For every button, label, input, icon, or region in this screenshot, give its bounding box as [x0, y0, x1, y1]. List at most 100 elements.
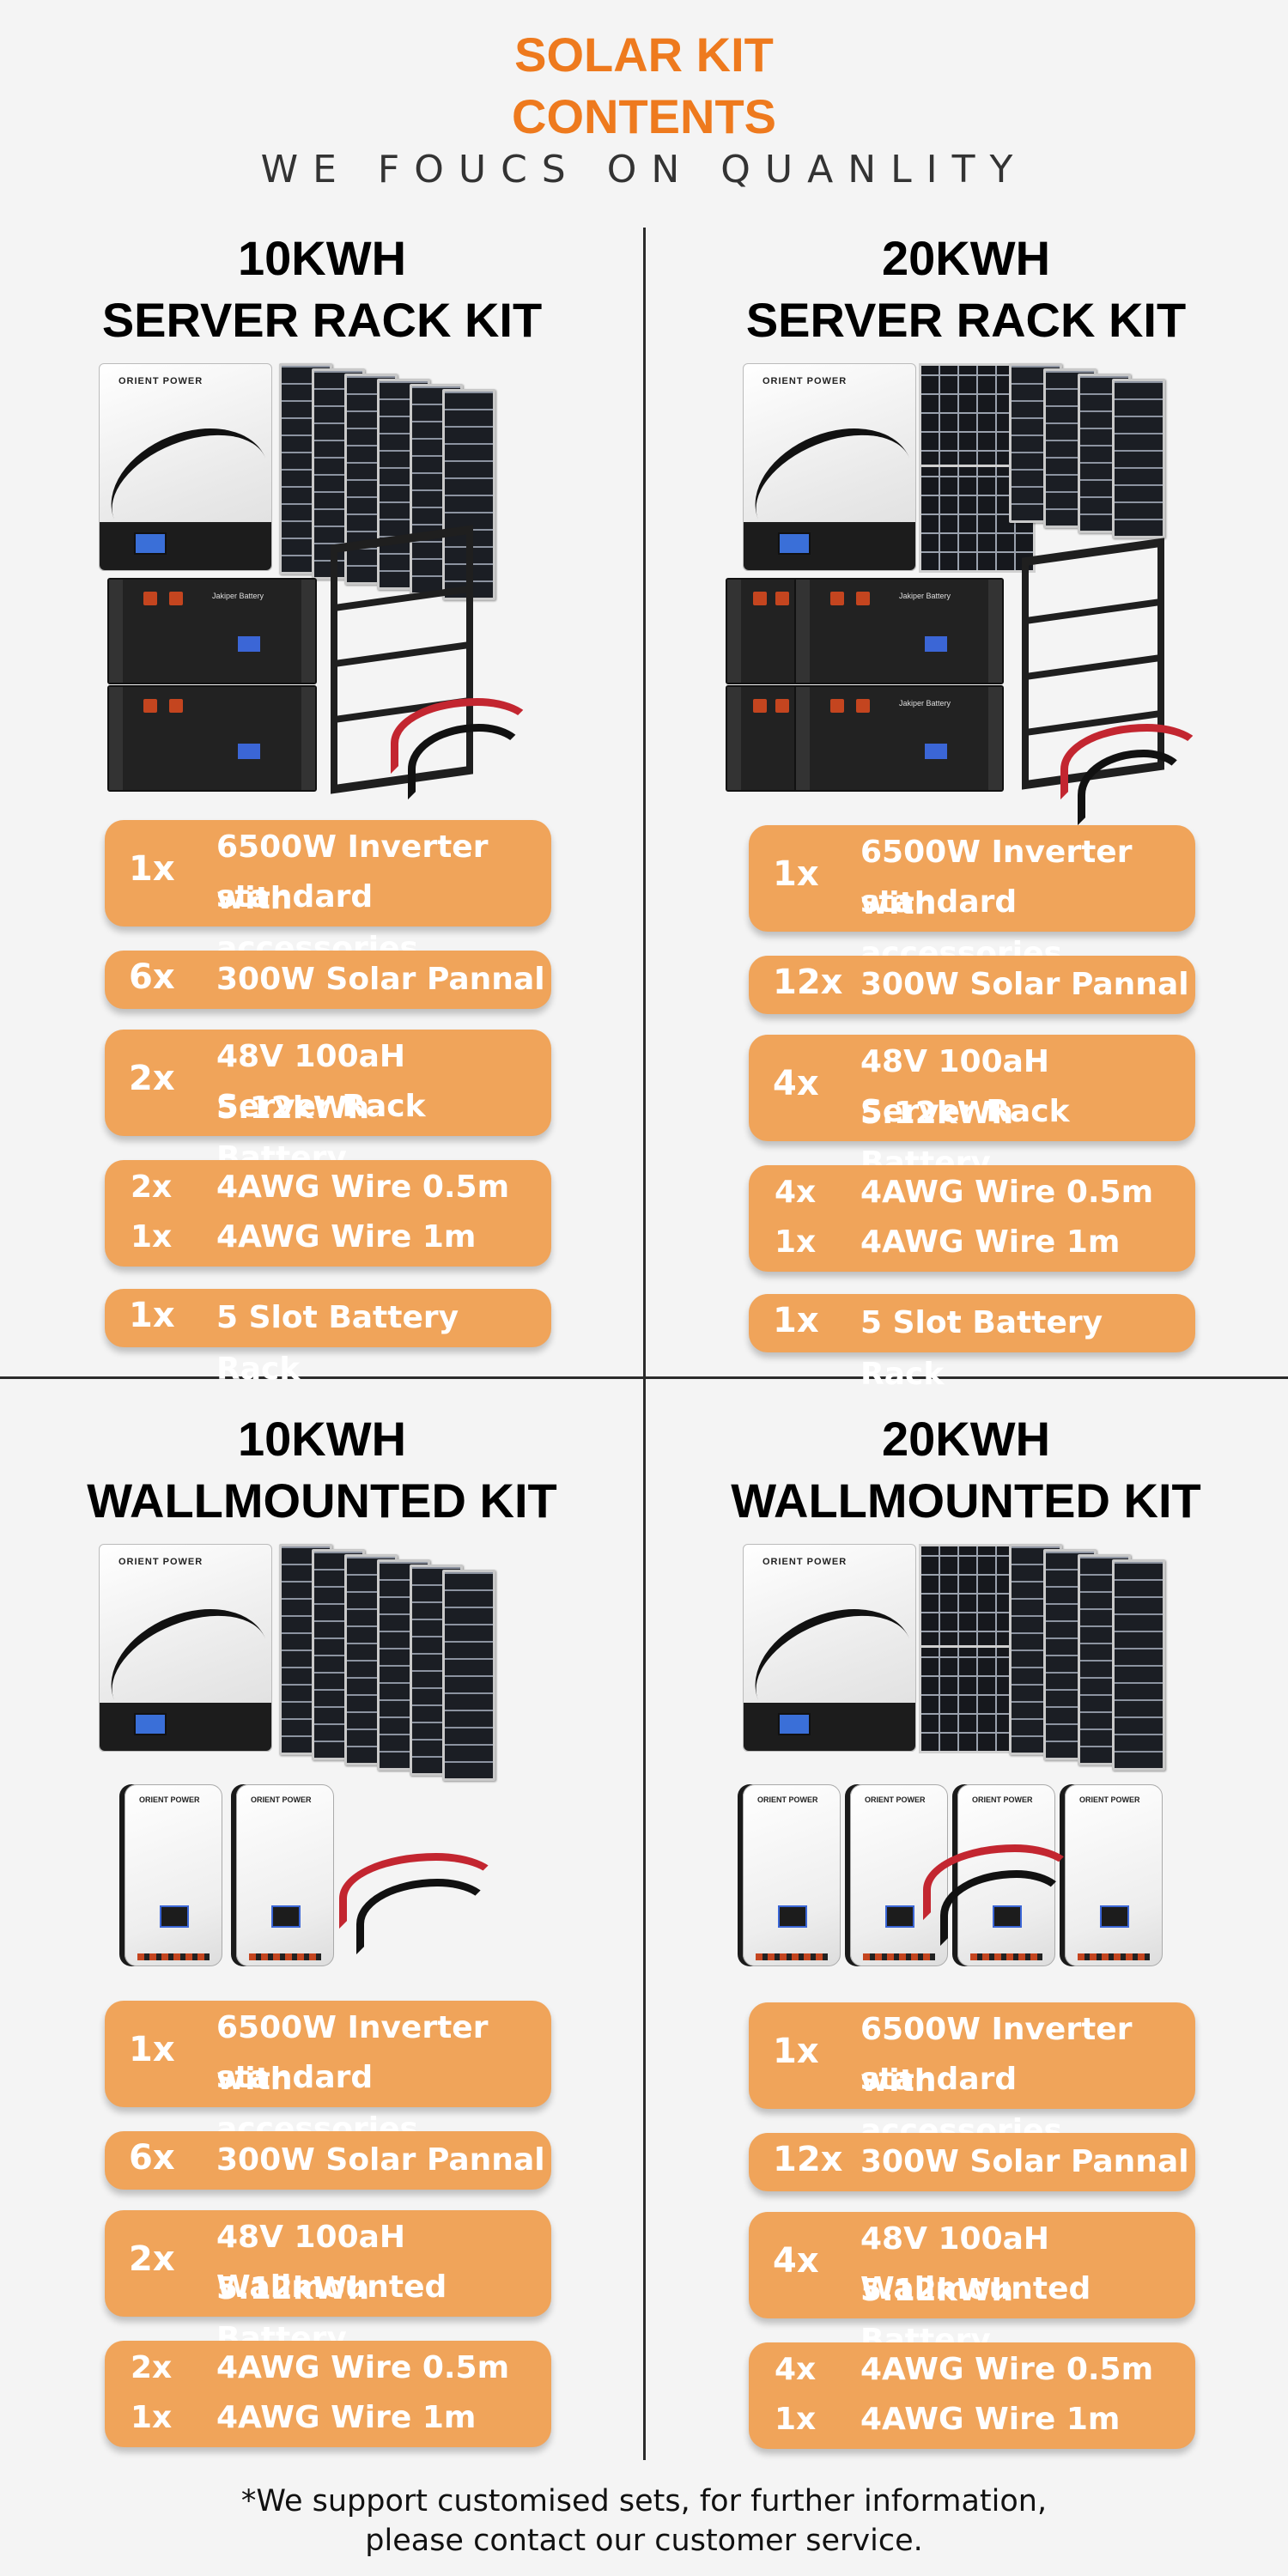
item-solar-panel: 12x 300W Solar Pannal	[749, 2133, 1195, 2191]
item-inverter: 1x 6500W Inverter with standard accessor…	[749, 2002, 1195, 2148]
inverter-brand-text: ORIENT POWER	[762, 376, 848, 386]
kit-10kwh-server-rack: 10KWH SERVER RACK KIT ORIENT POWER Jakip…	[0, 228, 644, 1387]
item-solar-panel: 6x 300W Solar Pannal	[105, 2131, 551, 2190]
item-text-line1: 300W Solar Pannal	[216, 962, 545, 997]
item-wires: 4x 4AWG Wire 0.5m 1x 4AWG Wire 1m	[749, 1165, 1195, 1272]
kit-product-image: ORIENT POWER ORIENT POWER ORIENT POWER	[82, 1544, 562, 2008]
item-text-line1: 48V 100aH 5.12kWh	[860, 2221, 1050, 2308]
kit-title-line2: SERVER RACK KIT	[745, 293, 1187, 347]
rack-battery-image: Jakiper Battery	[107, 578, 317, 684]
item-text: 4AWG Wire 1m	[860, 1224, 1121, 1260]
rack-battery-image	[107, 685, 317, 792]
inverter-image: ORIENT POWER	[93, 363, 287, 571]
item-qty: 6x	[129, 957, 175, 997]
item-qty: 1x	[129, 849, 175, 889]
item-qty: 4x	[775, 1175, 817, 1210]
kit-20kwh-server-rack: 20KWH SERVER RACK KIT ORIENT POWER Jakip…	[644, 228, 1288, 1392]
item-qty: 2x	[129, 2239, 175, 2279]
page-title-line1: SOLAR KIT	[514, 27, 774, 82]
item-battery-rack: 1x 5 Slot Battery Rack	[749, 1294, 1195, 1392]
footer-line1: *We support customised sets, for further…	[240, 2484, 1048, 2518]
item-battery: 4x 48V 100aH 5.12kWh Wallmounted Battery	[749, 2212, 1195, 2358]
item-qty: 1x	[775, 2402, 817, 2437]
item-qty: 1x	[775, 1224, 817, 1260]
item-inverter: 1x 6500W Inverter with standard accessor…	[105, 820, 551, 966]
wall-battery-image: ORIENT POWER	[236, 1784, 334, 1966]
item-inverter: 1x 6500W Inverter with standard accessor…	[749, 825, 1195, 971]
red-cable-image	[339, 1853, 501, 1929]
battery-brand-text: ORIENT POWER	[251, 1795, 312, 1804]
inverter-brand-text: ORIENT POWER	[762, 1557, 848, 1567]
battery-brand-text: Jakiper Battery	[899, 592, 951, 600]
inverter-image: ORIENT POWER	[93, 1544, 287, 1752]
kit-20kwh-wallmounted: 20KWH WALLMOUNTED KIT ORIENT POWER ORIEN…	[644, 1408, 1288, 2449]
item-qty: 1x	[131, 2400, 173, 2435]
black-cable-image	[356, 1879, 492, 1954]
wall-battery-image: ORIENT POWER	[743, 1784, 841, 1966]
item-qty: 1x	[773, 854, 819, 894]
battery-brand-text: ORIENT POWER	[865, 1795, 926, 1804]
kit-title-line1: 10KWH	[237, 1412, 407, 1466]
item-inverter: 1x 6500W Inverter with standard accessor…	[105, 2001, 551, 2147]
item-text-line1: 48V 100aH 5.12kWh	[216, 2220, 406, 2306]
item-text-line1: 300W Solar Pannal	[860, 2144, 1189, 2179]
kit-title-line2: WALLMOUNTED KIT	[87, 1473, 557, 1528]
item-qty: 1x	[129, 1296, 175, 1335]
item-text-line1: 5 Slot Battery Rack	[216, 1300, 459, 1387]
kit-product-image: ORIENT POWER Jakiper Battery Jakiper Bat…	[726, 363, 1206, 825]
item-qty: 12x	[773, 2140, 843, 2179]
inverter-image: ORIENT POWER	[737, 363, 931, 571]
item-text-line1: 6500W Inverter with	[860, 835, 1133, 921]
item-qty: 6x	[129, 2138, 175, 2178]
solar-panel-image	[442, 1570, 495, 1781]
kit-title-line2: SERVER RACK KIT	[101, 293, 543, 347]
battery-brand-text: Jakiper Battery	[899, 699, 951, 708]
item-qty: 4x	[773, 2241, 819, 2281]
item-text: 4AWG Wire 0.5m	[860, 1175, 1154, 1210]
battery-brand-text: ORIENT POWER	[1079, 1795, 1140, 1804]
red-cable-image	[923, 1844, 1076, 1920]
item-text: 4AWG Wire 0.5m	[216, 2350, 510, 2385]
item-text-line1: 48V 100aH 5.12kWh	[860, 1044, 1050, 1131]
kit-title-line1: 10KWH	[237, 231, 407, 285]
item-text: 4AWG Wire 0.5m	[216, 1170, 510, 1205]
footer-line2: please contact our customer service.	[365, 2524, 923, 2558]
item-text: 4AWG Wire 0.5m	[860, 2352, 1154, 2387]
item-qty: 4x	[773, 1064, 819, 1103]
item-wires: 2x 4AWG Wire 0.5m 1x 4AWG Wire 1m	[105, 2341, 551, 2447]
kit-10kwh-wallmounted: 10KWH WALLMOUNTED KIT ORIENT POWER ORIEN…	[0, 1408, 644, 2447]
item-battery: 4x 48V 100aH 5.12kWh Server Rack Battery	[749, 1035, 1195, 1181]
item-qty: 2x	[131, 2350, 173, 2385]
black-cable-image	[940, 1870, 1067, 1946]
item-text-line1: 48V 100aH 5.12kWh	[216, 1039, 406, 1126]
item-text-line1: 300W Solar Pannal	[216, 2142, 545, 2178]
item-battery-rack: 1x 5 Slot Battery Rack	[105, 1289, 551, 1387]
item-qty: 1x	[773, 2032, 819, 2071]
item-text: 4AWG Wire 1m	[860, 2402, 1121, 2437]
item-text-line1: 6500W Inverter with	[216, 2010, 489, 2097]
item-qty: 1x	[131, 1219, 173, 1255]
battery-brand-text: ORIENT POWER	[139, 1795, 200, 1804]
red-cable-image	[391, 698, 535, 774]
kit-product-image: ORIENT POWER Jakiper Battery	[82, 363, 562, 810]
item-text-line1: 5 Slot Battery Rack	[860, 1305, 1103, 1392]
battery-brand-text: Jakiper Battery	[212, 592, 264, 600]
battery-brand-text: ORIENT POWER	[757, 1795, 818, 1804]
item-battery: 2x 48V 100aH 5.12kWh Server Rack Battery	[105, 1030, 551, 1176]
item-qty: 2x	[129, 1059, 175, 1098]
item-qty: 2x	[131, 1170, 173, 1205]
black-cable-image	[408, 724, 526, 799]
inverter-brand-text: ORIENT POWER	[118, 376, 204, 386]
tagline: WE FOUCS ON QUANLITY	[260, 148, 1028, 191]
item-text: 4AWG Wire 1m	[216, 2400, 477, 2435]
kit-title-line2: WALLMOUNTED KIT	[731, 1473, 1201, 1528]
footer-note: *We support customised sets, for further…	[0, 2482, 1288, 2561]
black-cable-image	[1078, 750, 1188, 825]
battery-brand-text: ORIENT POWER	[972, 1795, 1033, 1804]
rack-battery-image: Jakiper Battery	[794, 578, 1004, 684]
page-title-line2: CONTENTS	[512, 89, 776, 143]
wall-battery-image: ORIENT POWER	[125, 1784, 222, 1966]
item-battery: 2x 48V 100aH 5.12kWh Wallmounted Battery	[105, 2210, 551, 2356]
